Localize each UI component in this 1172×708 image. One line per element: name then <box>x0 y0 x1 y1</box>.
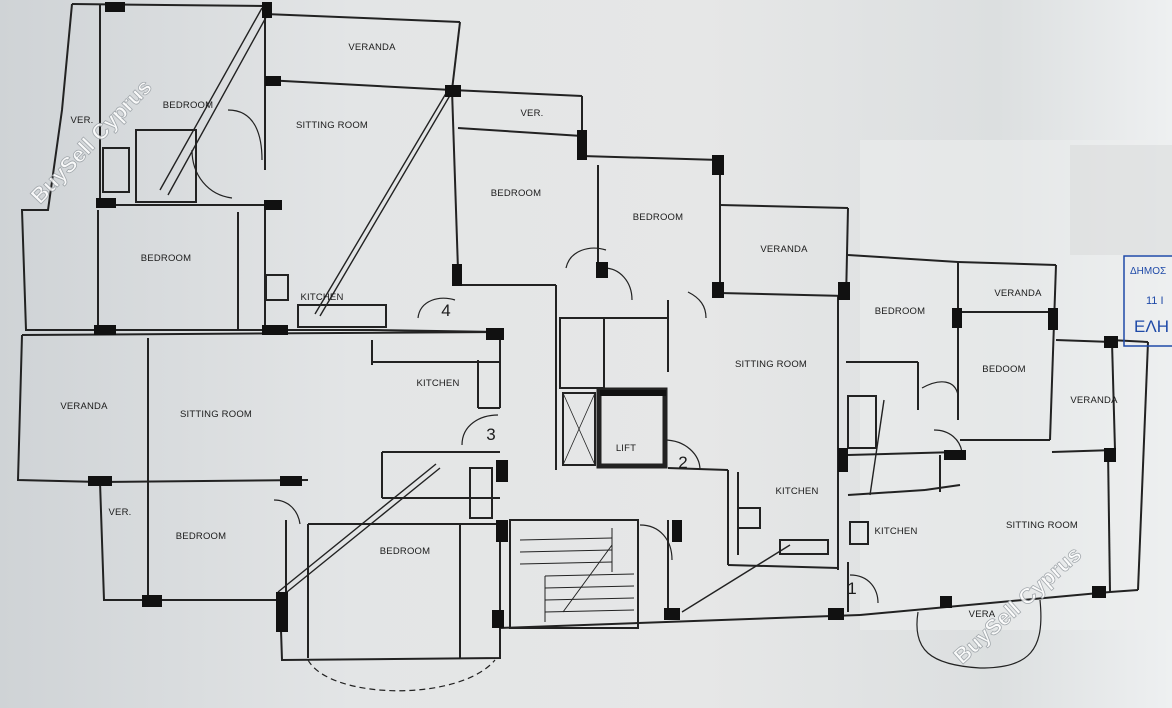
room-label: BEDROOM <box>176 531 227 542</box>
room-label: VERANDA <box>994 288 1042 299</box>
room-label: VER. <box>71 115 94 126</box>
room-label: VERA <box>969 609 996 620</box>
room-label: SITTING ROOM <box>180 409 252 420</box>
room-label: KITCHEN <box>300 292 343 303</box>
room-label: BEDROOM <box>141 253 192 264</box>
room-label: VER. <box>521 108 544 119</box>
flat-number: 2 <box>678 453 687 472</box>
flat-number: 1 <box>847 579 856 598</box>
room-label: KITCHEN <box>775 486 818 497</box>
room-label: BEDOOM <box>982 364 1025 375</box>
room-label: BEDROOM <box>875 306 926 317</box>
room-label: SITTING ROOM <box>296 120 368 131</box>
room-label: BEDROOM <box>491 188 542 199</box>
flat-numbers: 4 3 2 1 <box>441 301 856 598</box>
curves <box>191 109 1042 692</box>
room-label: BEDROOM <box>380 546 431 557</box>
room-label: SITTING ROOM <box>1006 520 1078 531</box>
room-label: VERANDA <box>348 42 396 53</box>
stamp-border <box>1123 255 1172 347</box>
flat-number: 3 <box>486 425 495 444</box>
room-label: BEDROOM <box>163 100 214 111</box>
room-labels: VERANDA BEDROOM VER. SITTING ROOM VER. BEDROO… <box>60 42 1118 620</box>
walls <box>16 3 1149 662</box>
columns <box>88 2 1118 632</box>
room-label: KITCHEN <box>416 378 459 389</box>
room-label: VERANDA <box>1070 395 1118 406</box>
stamp-line-3: ΕΛΗ <box>1134 317 1169 336</box>
authority-stamp: ΔΗΜΟΣ 11 Ι ΕΛΗ <box>1123 255 1172 347</box>
room-label: VER. <box>109 507 132 518</box>
service-lines <box>159 7 885 613</box>
room-label: VERANDA <box>60 401 108 412</box>
room-label: KITCHEN <box>874 526 917 537</box>
room-label: BEDROOM <box>633 212 684 223</box>
flat-number: 4 <box>441 301 450 320</box>
paper-shadow <box>1070 145 1172 255</box>
room-label: LIFT <box>616 443 636 454</box>
stamp-line-1: ΔΗΜΟΣ <box>1130 266 1166 277</box>
stamp-line-2: 11 Ι <box>1146 295 1164 307</box>
stair-treads <box>519 528 635 622</box>
room-label: SITTING ROOM <box>735 359 807 370</box>
room-label: VERANDA <box>760 244 808 255</box>
